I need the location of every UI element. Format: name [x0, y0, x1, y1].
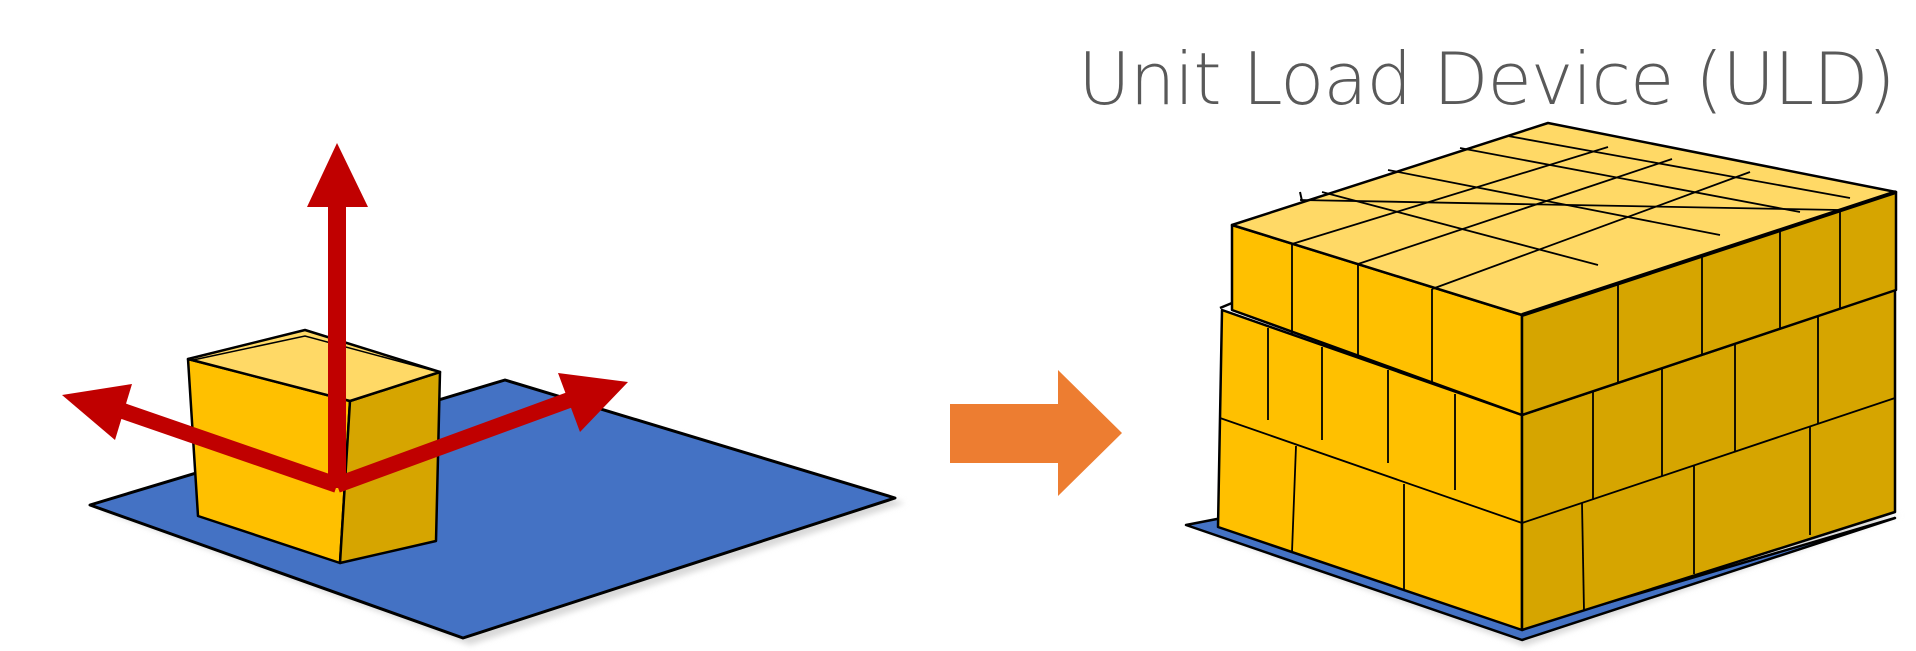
- uld-pallet: [1184, 516, 1897, 642]
- axis-y-arrowhead: [558, 373, 628, 432]
- diagram-title: Unit Load Device (ULD): [1078, 37, 1896, 121]
- axis-x-arrowhead: [62, 384, 132, 440]
- axis-y: [334, 388, 583, 493]
- uld-front-grid: [1219, 244, 1523, 590]
- axis-x: [117, 402, 340, 493]
- uld-top-grid: [1291, 135, 1851, 290]
- single-box: [186, 328, 442, 565]
- right-arrow-icon: [950, 370, 1122, 496]
- uld-scene: [1184, 121, 1900, 646]
- coordinate-axes-icon: [62, 143, 628, 493]
- single-item-scene: [62, 143, 905, 645]
- uld-side-grid: [1521, 210, 1896, 612]
- axis-z-arrowhead: [307, 143, 368, 207]
